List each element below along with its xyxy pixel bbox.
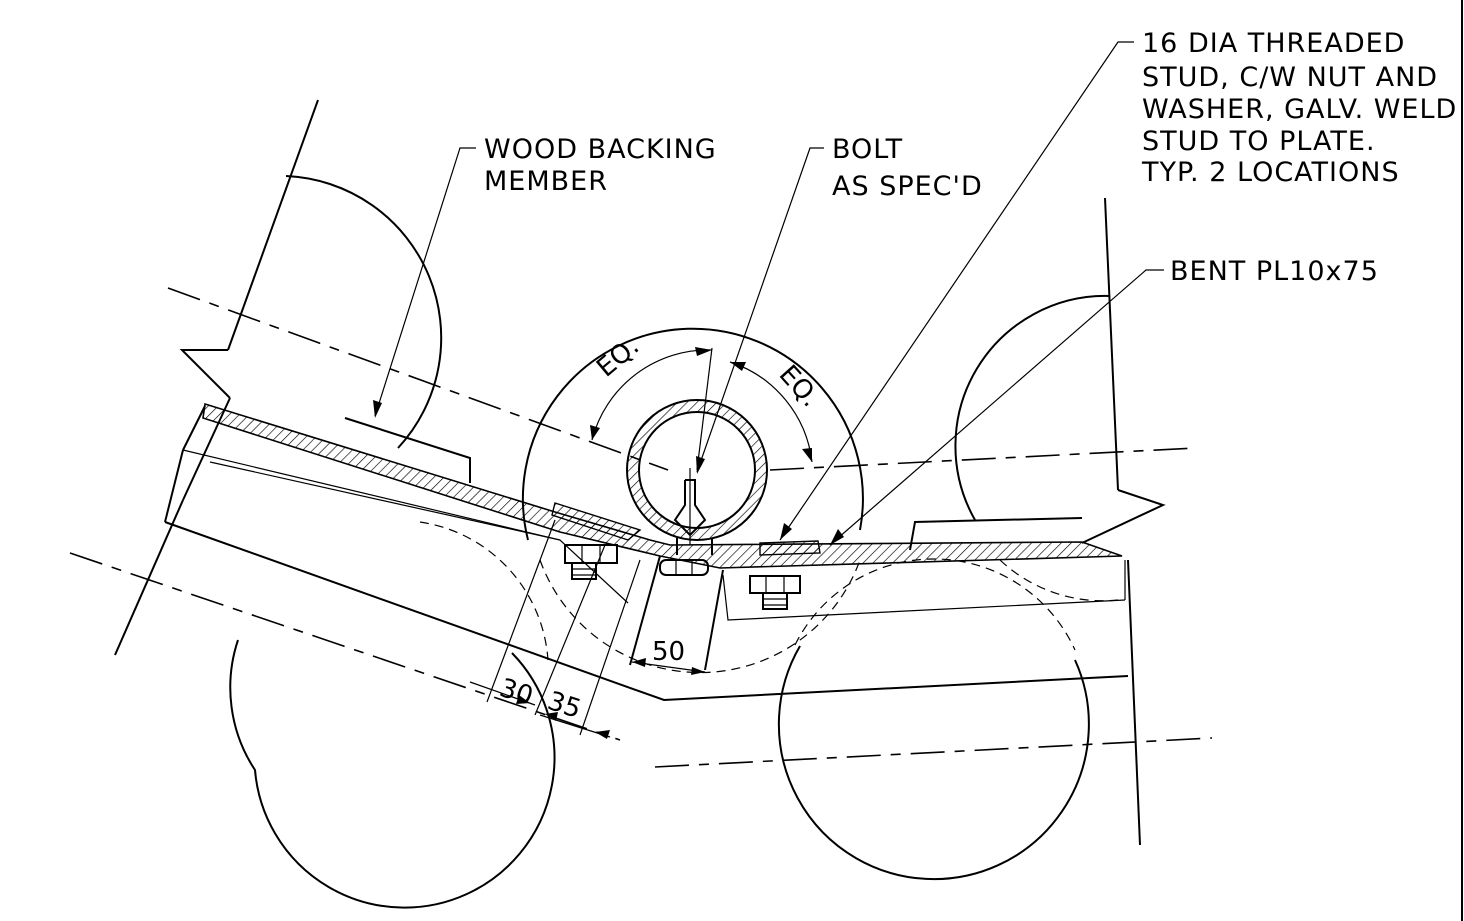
note-plate-line-1: BENT PL10x75 [1170, 256, 1379, 287]
log-upper-right [769, 197, 1196, 846]
leader-stud [779, 41, 1134, 541]
note-bolt: BOLT AS SPEC'D [832, 134, 983, 202]
log-center [521, 327, 864, 674]
note-stud: 16 DIA THREADED STUD, C/W NUT AND WASHER… [1141, 28, 1457, 188]
dim-30: 30 [496, 673, 537, 712]
note-plate: BENT PL10x75 [1170, 256, 1379, 287]
dim-50: 50 [652, 637, 685, 667]
note-stud-line-5: TYP. 2 LOCATIONS [1141, 157, 1400, 188]
backing-block-left [344, 417, 471, 483]
note-wood-backing-line-2: MEMBER [484, 166, 608, 197]
log-lower-left [69, 521, 621, 909]
leader-wood-backing [373, 147, 476, 418]
bolt-pipe [626, 399, 768, 671]
wood-backing-member [164, 405, 1129, 702]
leader-plate [829, 269, 1164, 546]
note-stud-line-2: STUD, C/W NUT AND [1142, 62, 1438, 93]
note-stud-line-1: 16 DIA THREADED [1142, 28, 1405, 59]
note-wood-backing: WOOD BACKING MEMBER [484, 134, 717, 197]
stud-nut-right [749, 575, 801, 610]
log-upper-left [114, 99, 669, 656]
bent-plate [202, 402, 1123, 569]
dimension-30-35 [469, 519, 641, 739]
plate-right-lug [759, 540, 821, 556]
dimension-eq-arcs [590, 347, 813, 471]
plate-left-lug [551, 502, 642, 541]
note-stud-line-3: WASHER, GALV. WELD [1142, 94, 1457, 125]
note-stud-line-4: STUD TO PLATE. [1142, 126, 1376, 157]
backing-block-right [909, 517, 1083, 551]
note-bolt-line-2: AS SPEC'D [832, 171, 983, 202]
leader-bolt [696, 147, 824, 474]
note-wood-backing-line-1: WOOD BACKING [484, 134, 717, 165]
stud-nut-left [564, 544, 618, 580]
dim-eq-right: EQ. [773, 360, 826, 414]
dimension-50 [631, 658, 706, 675]
log-lower-right [654, 558, 1213, 881]
note-bolt-line-1: BOLT [832, 134, 903, 165]
